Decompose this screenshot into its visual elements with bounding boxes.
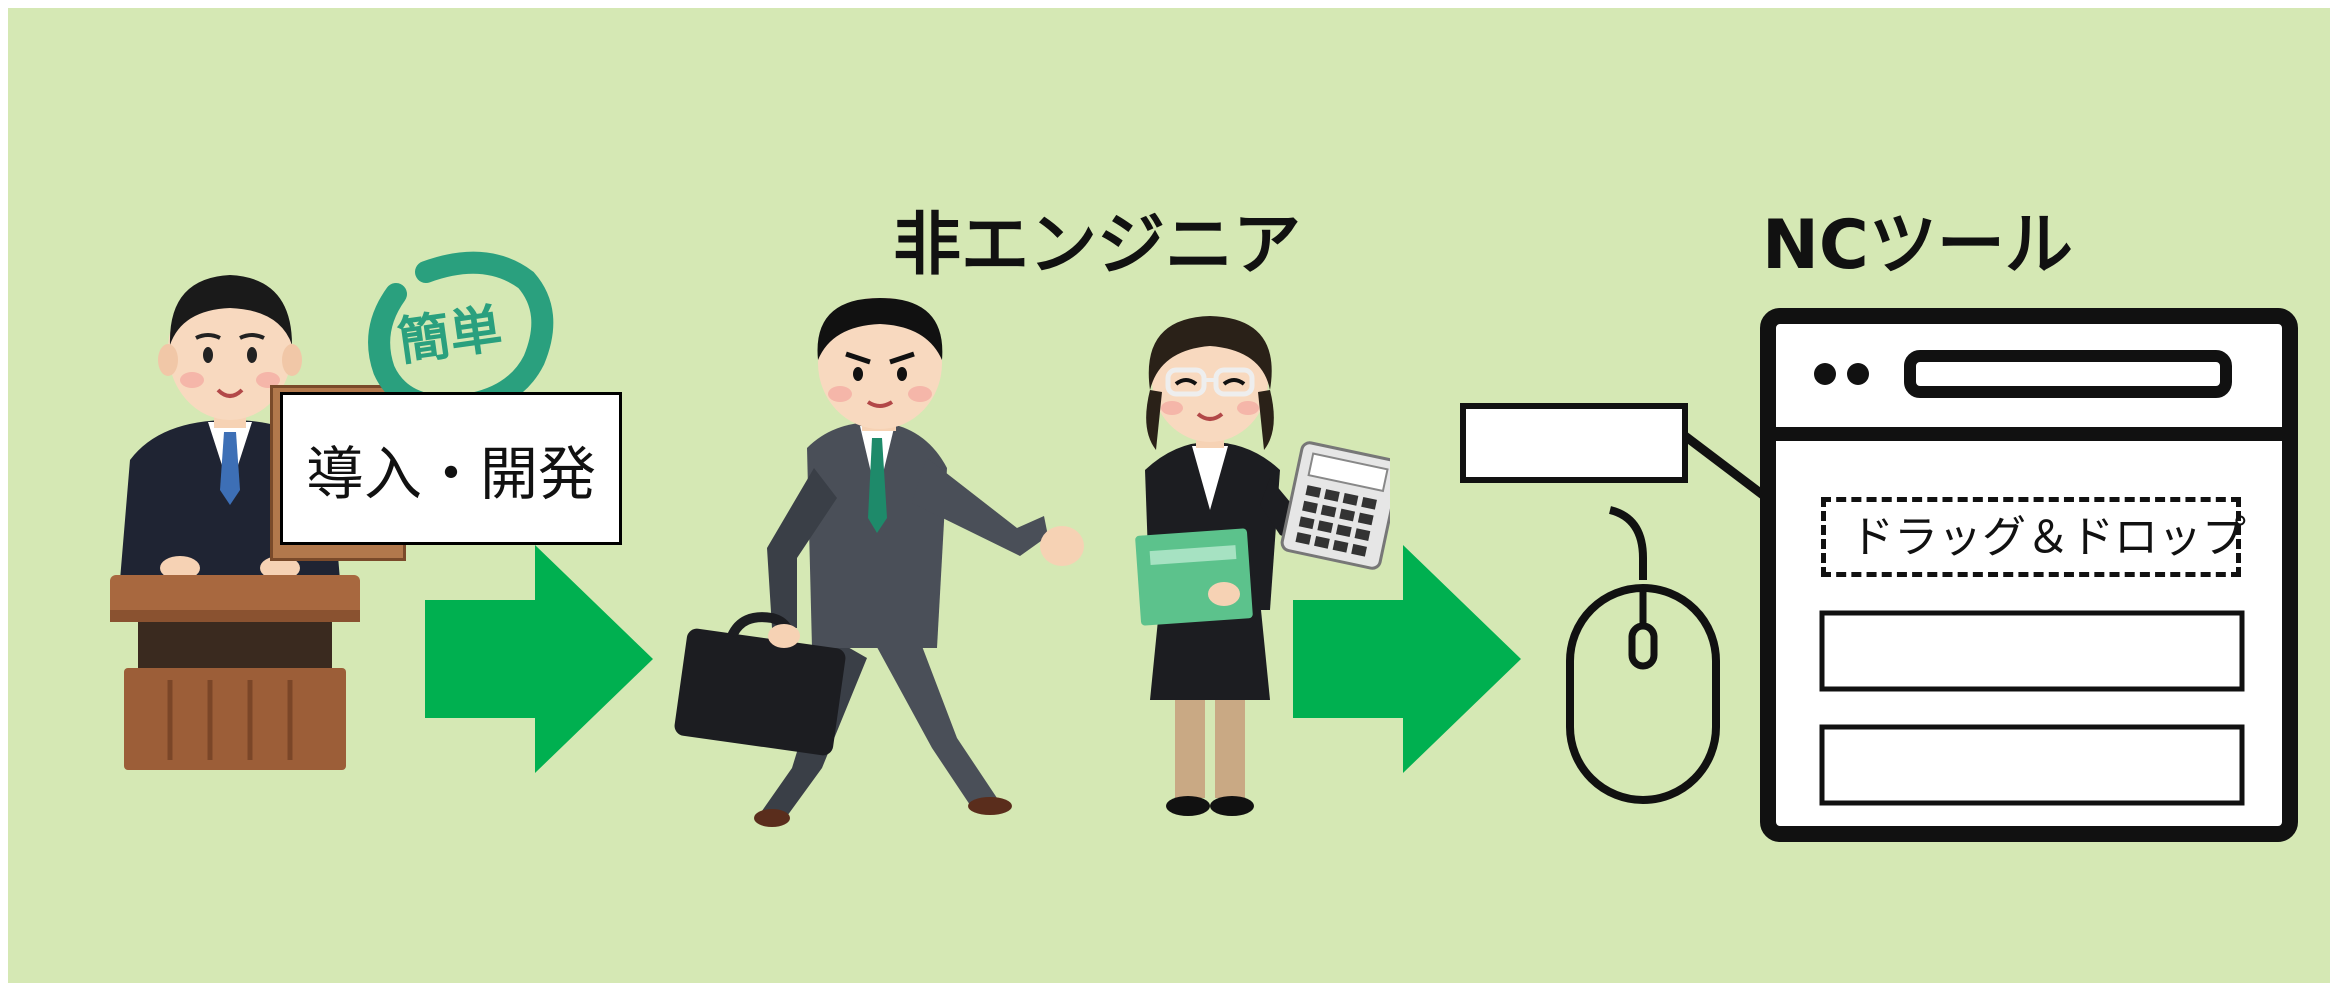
dragged-element-box bbox=[1460, 403, 1688, 483]
brush-ring-icon bbox=[368, 251, 554, 418]
nc-tool-heading: NCツール bbox=[1762, 206, 2073, 285]
right-arrow-icon bbox=[425, 545, 653, 773]
businessman-walking-illustration bbox=[674, 298, 1084, 827]
intro-dev-sign-text: 導入・開発 bbox=[305, 439, 596, 508]
intro-dev-sign: 導入・開発 bbox=[280, 392, 622, 545]
drop-target-box bbox=[1821, 497, 2241, 577]
non-engineer-heading: 非エンジニア bbox=[893, 206, 1302, 285]
drag-and-drop-label: ドラッグ＆ドロップ bbox=[1850, 512, 2246, 563]
businesswoman-illustration bbox=[1135, 316, 1390, 816]
kantan-badge-text: 簡単 bbox=[394, 299, 506, 373]
right-arrow-icon bbox=[1293, 545, 1521, 773]
